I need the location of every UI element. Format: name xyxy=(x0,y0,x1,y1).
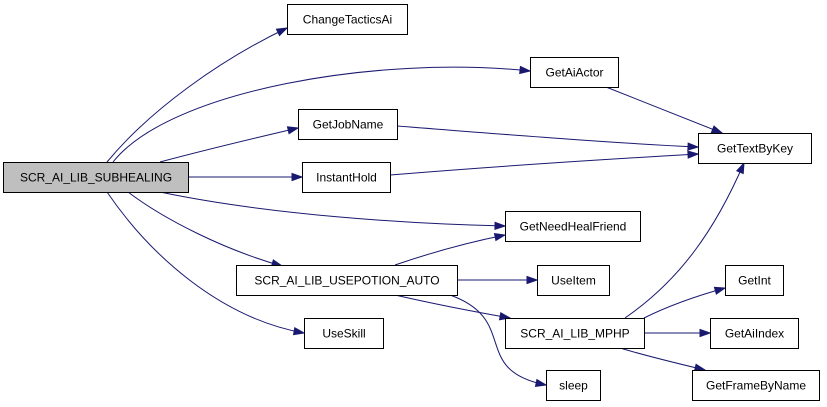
node-get-need-heal-friend[interactable]: GetNeedHealFriend xyxy=(505,211,641,242)
edge-line xyxy=(449,294,547,386)
node-instant-hold[interactable]: InstantHold xyxy=(302,162,391,193)
edge-line xyxy=(624,162,745,319)
node-get-ai-actor[interactable]: GetAiActor xyxy=(530,57,619,88)
edge-line xyxy=(159,191,506,227)
edge-get-job-name-to-get-text-by-key xyxy=(396,125,700,151)
arrowhead xyxy=(687,142,700,151)
node-get-frame-by-name[interactable]: GetFrameByName xyxy=(692,370,820,401)
arrowhead xyxy=(498,312,512,321)
edge-line xyxy=(106,27,288,163)
node-label: sleep xyxy=(559,379,588,393)
edge-line xyxy=(619,347,706,371)
node-box xyxy=(698,133,812,164)
arrowhead xyxy=(526,275,539,285)
edge-line xyxy=(643,287,726,319)
node-label: GetAiIndex xyxy=(725,327,784,341)
node-change-tactics-ai[interactable]: ChangeTacticsAi xyxy=(287,4,408,35)
edge-usepotion-auto-to-get-need-heal-friend xyxy=(394,232,507,266)
edge-line xyxy=(394,234,506,266)
edge-usepotion-auto-to-mphp xyxy=(394,294,512,321)
node-label: GetAiActor xyxy=(545,66,603,80)
node-box xyxy=(537,265,610,296)
node-box xyxy=(304,318,384,349)
node-box xyxy=(287,4,408,35)
node-label: SCR_AI_LIB_SUBHEALING xyxy=(20,171,172,185)
node-root[interactable]: SCR_AI_LIB_SUBHEALING xyxy=(3,162,189,193)
nodes-layer: SCR_AI_LIB_SUBHEALING ChangeTacticsAiGetA… xyxy=(3,4,820,401)
node-label: UseItem xyxy=(551,274,596,288)
edge-mphp-to-get-frame-by-name xyxy=(619,347,707,372)
node-get-text-by-key[interactable]: GetTextByKey xyxy=(698,133,812,164)
node-box xyxy=(725,265,784,296)
arrowhead xyxy=(494,221,507,230)
edge-line xyxy=(394,294,511,319)
edge-root-to-usepotion-auto xyxy=(127,191,284,268)
arrowhead xyxy=(699,328,712,338)
edge-mphp-to-get-int xyxy=(643,286,727,319)
node-label: GetFrameByName xyxy=(706,379,806,393)
node-label: SCR_AI_LIB_USEPOTION_AUTO xyxy=(254,274,439,288)
node-box xyxy=(3,162,189,193)
edge-usepotion-auto-to-sleep xyxy=(449,294,548,388)
edge-line xyxy=(106,191,305,334)
edge-root-to-change-tactics-ai xyxy=(106,27,289,163)
edge-usepotion-auto-to-use-item xyxy=(457,275,539,285)
edge-mphp-to-get-ai-index xyxy=(644,328,712,338)
node-usepotion-auto[interactable]: SCR_AI_LIB_USEPOTION_AUTO xyxy=(236,265,458,296)
node-label: GetTextByKey xyxy=(717,142,793,156)
arrowhead xyxy=(275,27,289,37)
arrowhead xyxy=(519,65,532,75)
edge-get-ai-actor-to-get-text-by-key xyxy=(605,86,724,134)
node-mphp[interactable]: SCR_AI_LIB_MPHP xyxy=(505,318,645,349)
node-sleep[interactable]: sleep xyxy=(546,370,601,401)
edge-root-to-instant-hold xyxy=(188,172,304,182)
edge-line xyxy=(159,127,299,163)
arrowhead xyxy=(735,161,745,175)
edge-root-to-get-job-name xyxy=(159,126,300,163)
node-box xyxy=(302,162,391,193)
node-use-skill[interactable]: UseSkill xyxy=(304,318,384,349)
arrowhead xyxy=(286,126,300,135)
arrowhead xyxy=(713,286,727,295)
edge-mphp-to-get-text-by-key xyxy=(624,161,745,319)
edge-root-to-get-ai-actor xyxy=(112,65,532,163)
arrowhead xyxy=(493,232,507,242)
edge-line xyxy=(389,153,699,176)
node-get-int[interactable]: GetInt xyxy=(725,265,784,296)
node-box xyxy=(298,109,398,140)
node-label: UseSkill xyxy=(322,327,365,341)
edges-layer xyxy=(106,27,745,388)
node-label: InstantHold xyxy=(316,171,377,185)
node-label: GetJobName xyxy=(313,118,384,132)
edge-instant-hold-to-get-text-by-key xyxy=(389,150,700,176)
node-box xyxy=(505,318,645,349)
edge-line xyxy=(396,125,699,148)
node-get-ai-index[interactable]: GetAiIndex xyxy=(710,318,799,349)
node-box xyxy=(546,370,601,401)
node-label: ChangeTacticsAi xyxy=(303,13,392,27)
node-box xyxy=(236,265,458,296)
node-get-job-name[interactable]: GetJobName xyxy=(298,109,398,140)
node-label: GetInt xyxy=(738,274,771,288)
node-box xyxy=(530,57,619,88)
arrowhead xyxy=(534,378,548,388)
edge-root-to-get-need-heal-friend xyxy=(159,191,507,230)
node-box xyxy=(505,211,641,242)
node-use-item[interactable]: UseItem xyxy=(537,265,610,296)
node-label: SCR_AI_LIB_MPHP xyxy=(520,327,629,341)
node-box xyxy=(710,318,799,349)
arrowhead xyxy=(710,125,724,134)
node-label: GetNeedHealFriend xyxy=(520,220,627,234)
edge-line xyxy=(605,86,723,134)
edge-line xyxy=(127,191,283,267)
arrowhead xyxy=(291,172,304,182)
arrowhead xyxy=(292,326,306,336)
edge-line xyxy=(112,66,531,163)
node-box xyxy=(692,370,820,401)
edge-root-to-use-skill xyxy=(106,191,306,336)
arrowhead xyxy=(687,150,700,159)
